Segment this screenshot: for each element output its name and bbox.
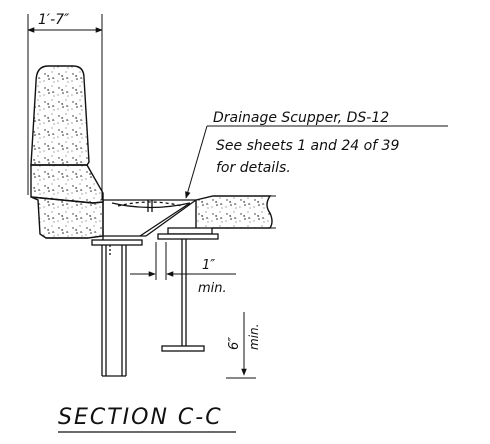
barrier-parapet <box>30 65 90 166</box>
callout-line-2: See sheets 1 and 24 of 39 <box>216 138 399 154</box>
section-title: SECTION C-C <box>58 405 223 430</box>
min-gap-note: min. <box>198 281 227 296</box>
deck-overhang <box>30 196 104 239</box>
flange-drop-label: 6″ <box>227 337 242 350</box>
min-gap-label: 1″ <box>202 258 215 273</box>
barrier-width-dimension <box>27 14 103 200</box>
flange-drop-note: min. <box>247 324 261 350</box>
girder-bottom-flange <box>161 345 205 352</box>
barrier-base <box>30 164 104 204</box>
min-gap-dimension <box>130 242 236 280</box>
girder-web <box>181 239 187 346</box>
drainage-scupper <box>102 199 197 240</box>
barrier-width-label: 1′-7″ <box>38 12 70 28</box>
callout-line-3: for details. <box>216 160 291 176</box>
callout-title: Drainage Scupper, DS-12 <box>213 110 389 126</box>
drain-pipe <box>91 239 143 377</box>
flange-drop-dimension <box>226 312 256 379</box>
callout-leader <box>185 125 448 199</box>
girder-top-flange <box>157 227 219 240</box>
